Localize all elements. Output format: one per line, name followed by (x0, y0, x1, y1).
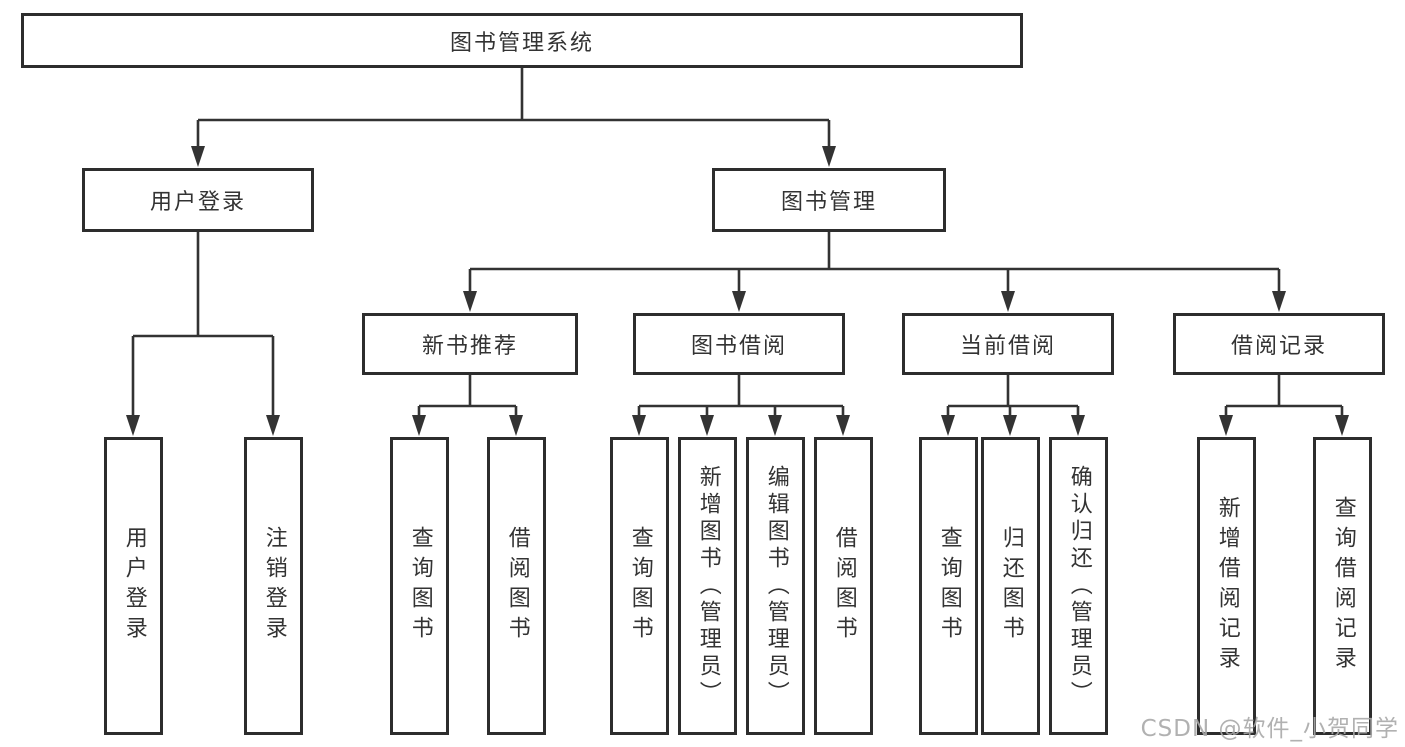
node-leaf-logout: 注销登录 (244, 437, 303, 735)
edge-bookmgmt-to-level3 (468, 232, 1281, 292)
node-leaf-cb-query-books: 查询图书 (919, 437, 978, 735)
edge-records-to-leaves (1224, 375, 1344, 416)
node-leaf-nbr-borrow-books: 借阅图书 (487, 437, 546, 735)
edge-bookborrow-to-leaves (637, 375, 845, 416)
node-leaf-nbr-query-books: 查询图书 (390, 437, 449, 735)
node-user-login-branch: 用户登录 (82, 168, 314, 232)
node-leaf-bb-query-books: 查询图书 (610, 437, 669, 735)
node-leaf-bb-edit-books-admin: 编辑图书（管理员） (746, 437, 805, 735)
edge-currentborrow-to-leaves (946, 375, 1080, 416)
edge-userlogin-to-leaves (131, 232, 275, 416)
node-leaf-user-login: 用户登录 (104, 437, 163, 735)
node-leaf-br-add-record: 新增借阅记录 (1197, 437, 1256, 735)
connector-lines (131, 68, 1344, 416)
node-leaf-cb-return-books: 归还图书 (981, 437, 1040, 735)
node-new-book-recommend: 新书推荐 (362, 313, 578, 375)
node-leaf-bb-add-books-admin: 新增图书（管理员） (678, 437, 737, 735)
node-leaf-cb-confirm-return-admin: 确认归还（管理员） (1049, 437, 1108, 735)
arrowheads (126, 146, 1349, 436)
csdn-watermark: CSDN @软件_小贺同学 (1140, 716, 1399, 742)
node-borrowing-records: 借阅记录 (1173, 313, 1385, 375)
node-root: 图书管理系统 (21, 13, 1023, 68)
edge-newbook-to-leaves (417, 375, 518, 416)
node-book-management: 图书管理 (712, 168, 946, 232)
node-book-borrowing: 图书借阅 (633, 313, 845, 375)
arrowhead-set (126, 146, 1349, 436)
node-current-borrowing: 当前借阅 (902, 313, 1114, 375)
edge-root-to-level2 (196, 68, 831, 147)
node-leaf-br-query-record: 查询借阅记录 (1313, 437, 1372, 735)
node-leaf-bb-borrow-books: 借阅图书 (814, 437, 873, 735)
